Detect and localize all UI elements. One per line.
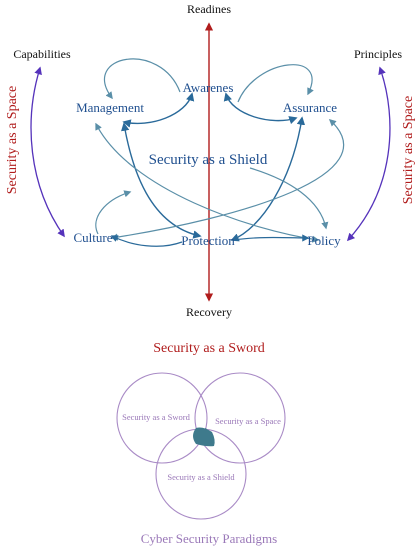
readiness-label: Readines [187,2,231,16]
awareness-assurance-loop [237,64,314,103]
awareness-management-loop [104,58,181,100]
venn-label-space: Security as a Space [215,416,281,426]
right-space-label: Security as a Space [401,96,416,204]
node-management: Management [76,100,144,115]
venn-overlap-shape [193,427,215,447]
node-awareness: Awarenes [183,80,234,95]
node-assurance: Assurance [283,100,337,115]
node-policy: Policy [307,233,341,248]
management-protection-arrow [121,122,202,239]
node-protection: Protection [181,233,235,248]
shield-policy-arrow [249,167,329,230]
venn-circle-sword [116,372,208,464]
venn-label-sword: Security as a Sword [122,412,191,422]
venn-caption: Cyber Security Paradigms [141,531,277,546]
venn-diagram: Security as a Sword Security as a Space … [116,372,286,520]
node-culture: Culture [74,230,113,245]
protection-policy-arrow [233,234,310,242]
assurance-culture-arrow [110,119,345,241]
venn-circle-space [194,372,286,464]
venn-label-shield: Security as a Shield [167,472,235,482]
recovery-label: Recovery [186,305,232,319]
culture-loop-arrow [95,190,132,235]
sword-title: Security as a Sword [153,341,265,356]
protection-culture-arrow [110,235,183,247]
center-shield-title: Security as a Shield [149,152,268,168]
principles-label: Principles [354,47,402,61]
capabilities-label: Capabilities [13,47,71,61]
right-space-arrow [346,66,391,242]
left-space-arrow [30,66,65,238]
left-space-label: Security as a Space [5,86,20,194]
